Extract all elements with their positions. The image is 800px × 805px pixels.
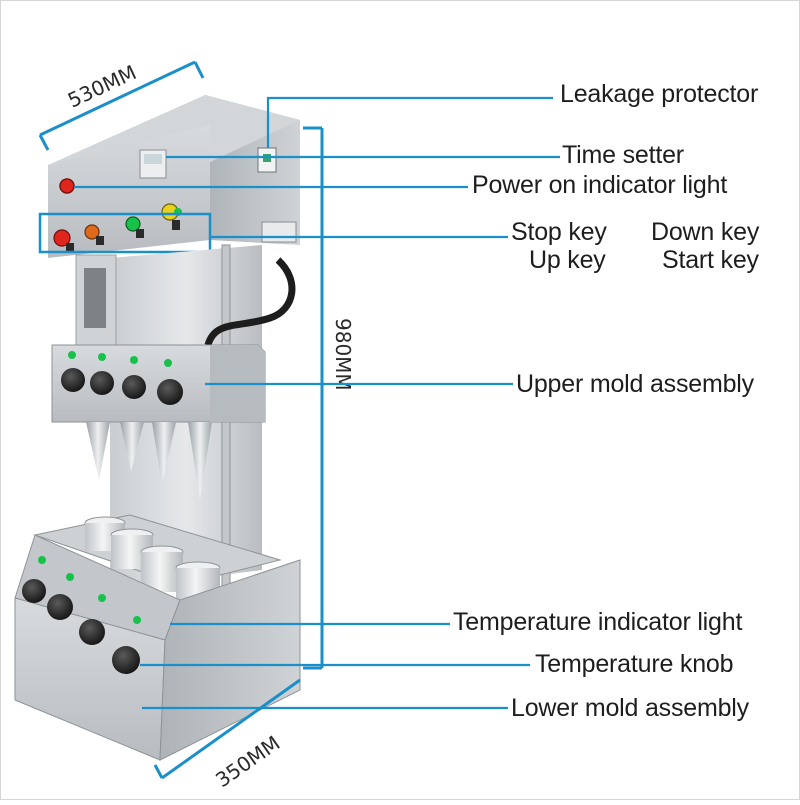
lower-indicator-lights xyxy=(38,556,141,624)
label-upper-mold-assembly: Upper mold assembly xyxy=(516,370,754,398)
label-down-key: Down key xyxy=(651,218,760,246)
upper-indicator-lights xyxy=(68,351,172,367)
dimension-height-label: 980MM xyxy=(331,318,355,391)
upper-mold-box xyxy=(51,344,266,423)
top-box-front xyxy=(48,125,210,258)
label-start-key: Start key xyxy=(662,246,759,274)
label-up-key: Up key xyxy=(529,246,606,274)
label-temperature-knob: Temperature knob xyxy=(535,650,734,678)
cylinder-mechanism xyxy=(84,268,106,328)
mold-cones xyxy=(86,422,212,500)
label-stop-key: Stop key xyxy=(511,218,607,246)
lower-knobs xyxy=(22,579,140,674)
dimension-depth-label: 350MM xyxy=(211,731,284,792)
label-lower-mold-assembly: Lower mold assembly xyxy=(511,694,749,722)
label-temperature-indicator-light: Temperature indicator light xyxy=(453,608,743,636)
power-indicator-light xyxy=(59,178,75,194)
upper-knobs xyxy=(61,368,183,405)
callout-line-leakage-protector xyxy=(266,96,553,148)
side-switch-box xyxy=(261,221,297,243)
dimension-height: 980MM xyxy=(303,126,355,670)
time-setter-device xyxy=(139,149,167,179)
leakage-protector-device xyxy=(257,147,277,173)
control-buttons xyxy=(53,203,182,253)
machine-photo xyxy=(14,95,301,761)
label-time-setter: Time setter xyxy=(562,141,684,169)
label-power-on-indicator-light: Power on indicator light xyxy=(472,171,728,199)
control-buttons-highlight xyxy=(38,212,212,254)
callout-lines xyxy=(74,96,560,710)
label-leakage-protector: Leakage protector xyxy=(560,80,759,108)
power-cable xyxy=(204,257,296,347)
